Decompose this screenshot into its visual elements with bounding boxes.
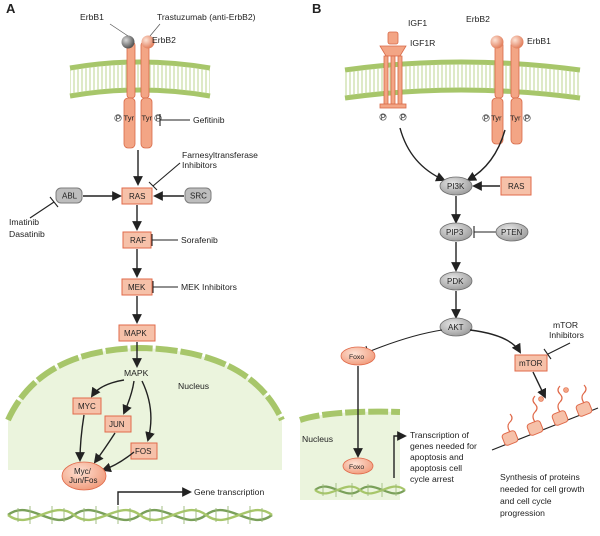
mtor-node <box>514 354 548 372</box>
farnesyltransferase-label-line2: Inhibitors <box>182 160 217 170</box>
mek-inhibitors-label: MEK Inhibitors <box>181 282 237 292</box>
nucleus-a <box>5 344 285 470</box>
ptyr-p-left-b: P <box>484 114 489 123</box>
mek-label: MEK <box>128 283 146 292</box>
panel-b: B IGF1 IGF1R P P <box>299 1 599 518</box>
erbb2-label: ErbB2 <box>152 35 176 45</box>
erbb-receptor-dimer-b <box>490 35 524 145</box>
jun-label: JUN <box>109 420 125 429</box>
mapk-nuclear-label: MAPK <box>124 368 149 378</box>
complex-label-line2: Jun/Fos <box>69 476 97 485</box>
igf1-ligand <box>387 31 399 45</box>
mtor-label: mTOR <box>519 359 543 368</box>
igf-p-left: P <box>381 113 386 122</box>
ras-label-b: RAS <box>508 182 524 191</box>
foxo-node <box>340 346 376 366</box>
panel-a-letter: A <box>6 1 16 16</box>
ptyr-tyr-left-a: Tyr <box>124 114 135 123</box>
jun-node <box>104 415 132 433</box>
transcription-text: Transcription of genes needed for apopto… <box>410 430 477 484</box>
ras-node-b <box>500 176 532 196</box>
foxo-label: Foxo <box>349 354 364 361</box>
akt-label: AKT <box>448 323 464 332</box>
mapk-node <box>118 324 156 342</box>
transcription-line-4: apoptosis cell <box>410 463 462 473</box>
src-label: SRC <box>190 192 207 201</box>
raf-node <box>122 231 152 249</box>
foxo-nuclear-label: Foxo <box>349 464 364 471</box>
mek-node <box>121 278 153 296</box>
igf1r-label: IGF1R <box>410 38 435 48</box>
complex-label-line1: Myc/ <box>74 467 92 476</box>
abl-label: ABL <box>62 192 78 201</box>
mapk-label: MAPK <box>124 329 147 338</box>
nucleus-b <box>299 408 401 500</box>
pi3k-label: PI3K <box>447 182 465 191</box>
myc-jun-fos-complex <box>61 461 107 491</box>
imatinib-label: Imatinib <box>9 217 39 227</box>
erbb1-ligand-ball <box>121 35 135 49</box>
src-node <box>184 187 212 204</box>
gene-transcription-label: Gene transcription <box>194 487 264 497</box>
ptyr-tyr-left-b: Tyr <box>491 114 502 123</box>
synthesis-text: Synthesis of proteins needed for cell gr… <box>500 472 585 518</box>
fos-label: FOS <box>135 447 151 456</box>
cell-membrane-b <box>344 59 581 101</box>
trastuzumab-label: Trastuzumab (anti-ErbB2) <box>157 12 256 22</box>
transcription-line-2: genes needed for <box>410 441 477 451</box>
pip3-node <box>439 222 473 242</box>
nucleus-label-a: Nucleus <box>178 381 209 391</box>
mtor-inhibitors-label-line2: Inhibitors <box>549 330 584 340</box>
ptyr-p-right-b: P <box>525 114 530 123</box>
erbb1-label-b: ErbB1 <box>527 36 551 46</box>
foxo-nuclear-node <box>342 457 374 475</box>
raf-label: RAF <box>130 236 146 245</box>
synthesis-line-1: Synthesis of proteins <box>500 472 580 482</box>
ptyr-tyr-right-b: Tyr <box>510 114 521 123</box>
ptyr-p-left-a: P <box>116 114 121 123</box>
transcription-line-5: cycle arrest <box>410 474 455 484</box>
trastuzumab-ball <box>141 35 155 49</box>
pdk-label: PDK <box>447 277 464 286</box>
gefitinib-label: Gefitinib <box>193 115 225 125</box>
synthesis-line-3: and cell cycle <box>500 496 552 506</box>
myc-node <box>72 397 102 415</box>
pten-label: PTEN <box>501 228 523 237</box>
igf1-label: IGF1 <box>408 18 427 28</box>
transcription-line-3: apoptosis and <box>410 452 464 462</box>
fos-node <box>130 442 158 460</box>
sorafenib-label: Sorafenib <box>181 235 218 245</box>
farnesyltransferase-label-line1: Farnesyltransferase <box>182 150 258 160</box>
dna-helix-a <box>7 506 273 524</box>
erbb2-label-b: ErbB2 <box>466 14 490 24</box>
synthesis-line-2: needed for cell growth <box>500 484 585 494</box>
igf1r-receptor <box>379 31 407 109</box>
dasatinib-label: Dasatinib <box>9 229 45 239</box>
transcription-line-1: Transcription of <box>410 430 470 440</box>
igf-p-right: P <box>401 113 406 122</box>
cell-membrane-a <box>69 59 211 99</box>
myc-label: MYC <box>78 402 96 411</box>
dna-helix-b <box>314 483 406 497</box>
panel-a: A ErbB1 Trastuzumab (anti-ErbB2) ErbB2 P… <box>5 1 285 524</box>
ptyr-tyr-right-a: Tyr <box>142 114 153 123</box>
nucleus-label-b: Nucleus <box>302 434 333 444</box>
pten-node <box>495 222 529 242</box>
ras-node-a <box>121 187 153 205</box>
synthesis-line-4: progression <box>500 508 545 518</box>
mtor-inhibitors-label-line1: mTOR <box>553 320 578 330</box>
ribosome-strand <box>491 384 599 451</box>
abl-node <box>55 187 83 204</box>
pi3k-node <box>439 176 473 196</box>
panel-b-letter: B <box>312 1 321 16</box>
pdk-node <box>439 271 473 291</box>
pip3-label: PIP3 <box>446 228 464 237</box>
erbb1-label: ErbB1 <box>80 12 104 22</box>
ras-label-a: RAS <box>129 192 145 201</box>
ptyr-p-right-a: P <box>156 114 161 123</box>
erbb-receptor-dimer-a <box>121 35 155 149</box>
akt-node <box>439 317 473 337</box>
